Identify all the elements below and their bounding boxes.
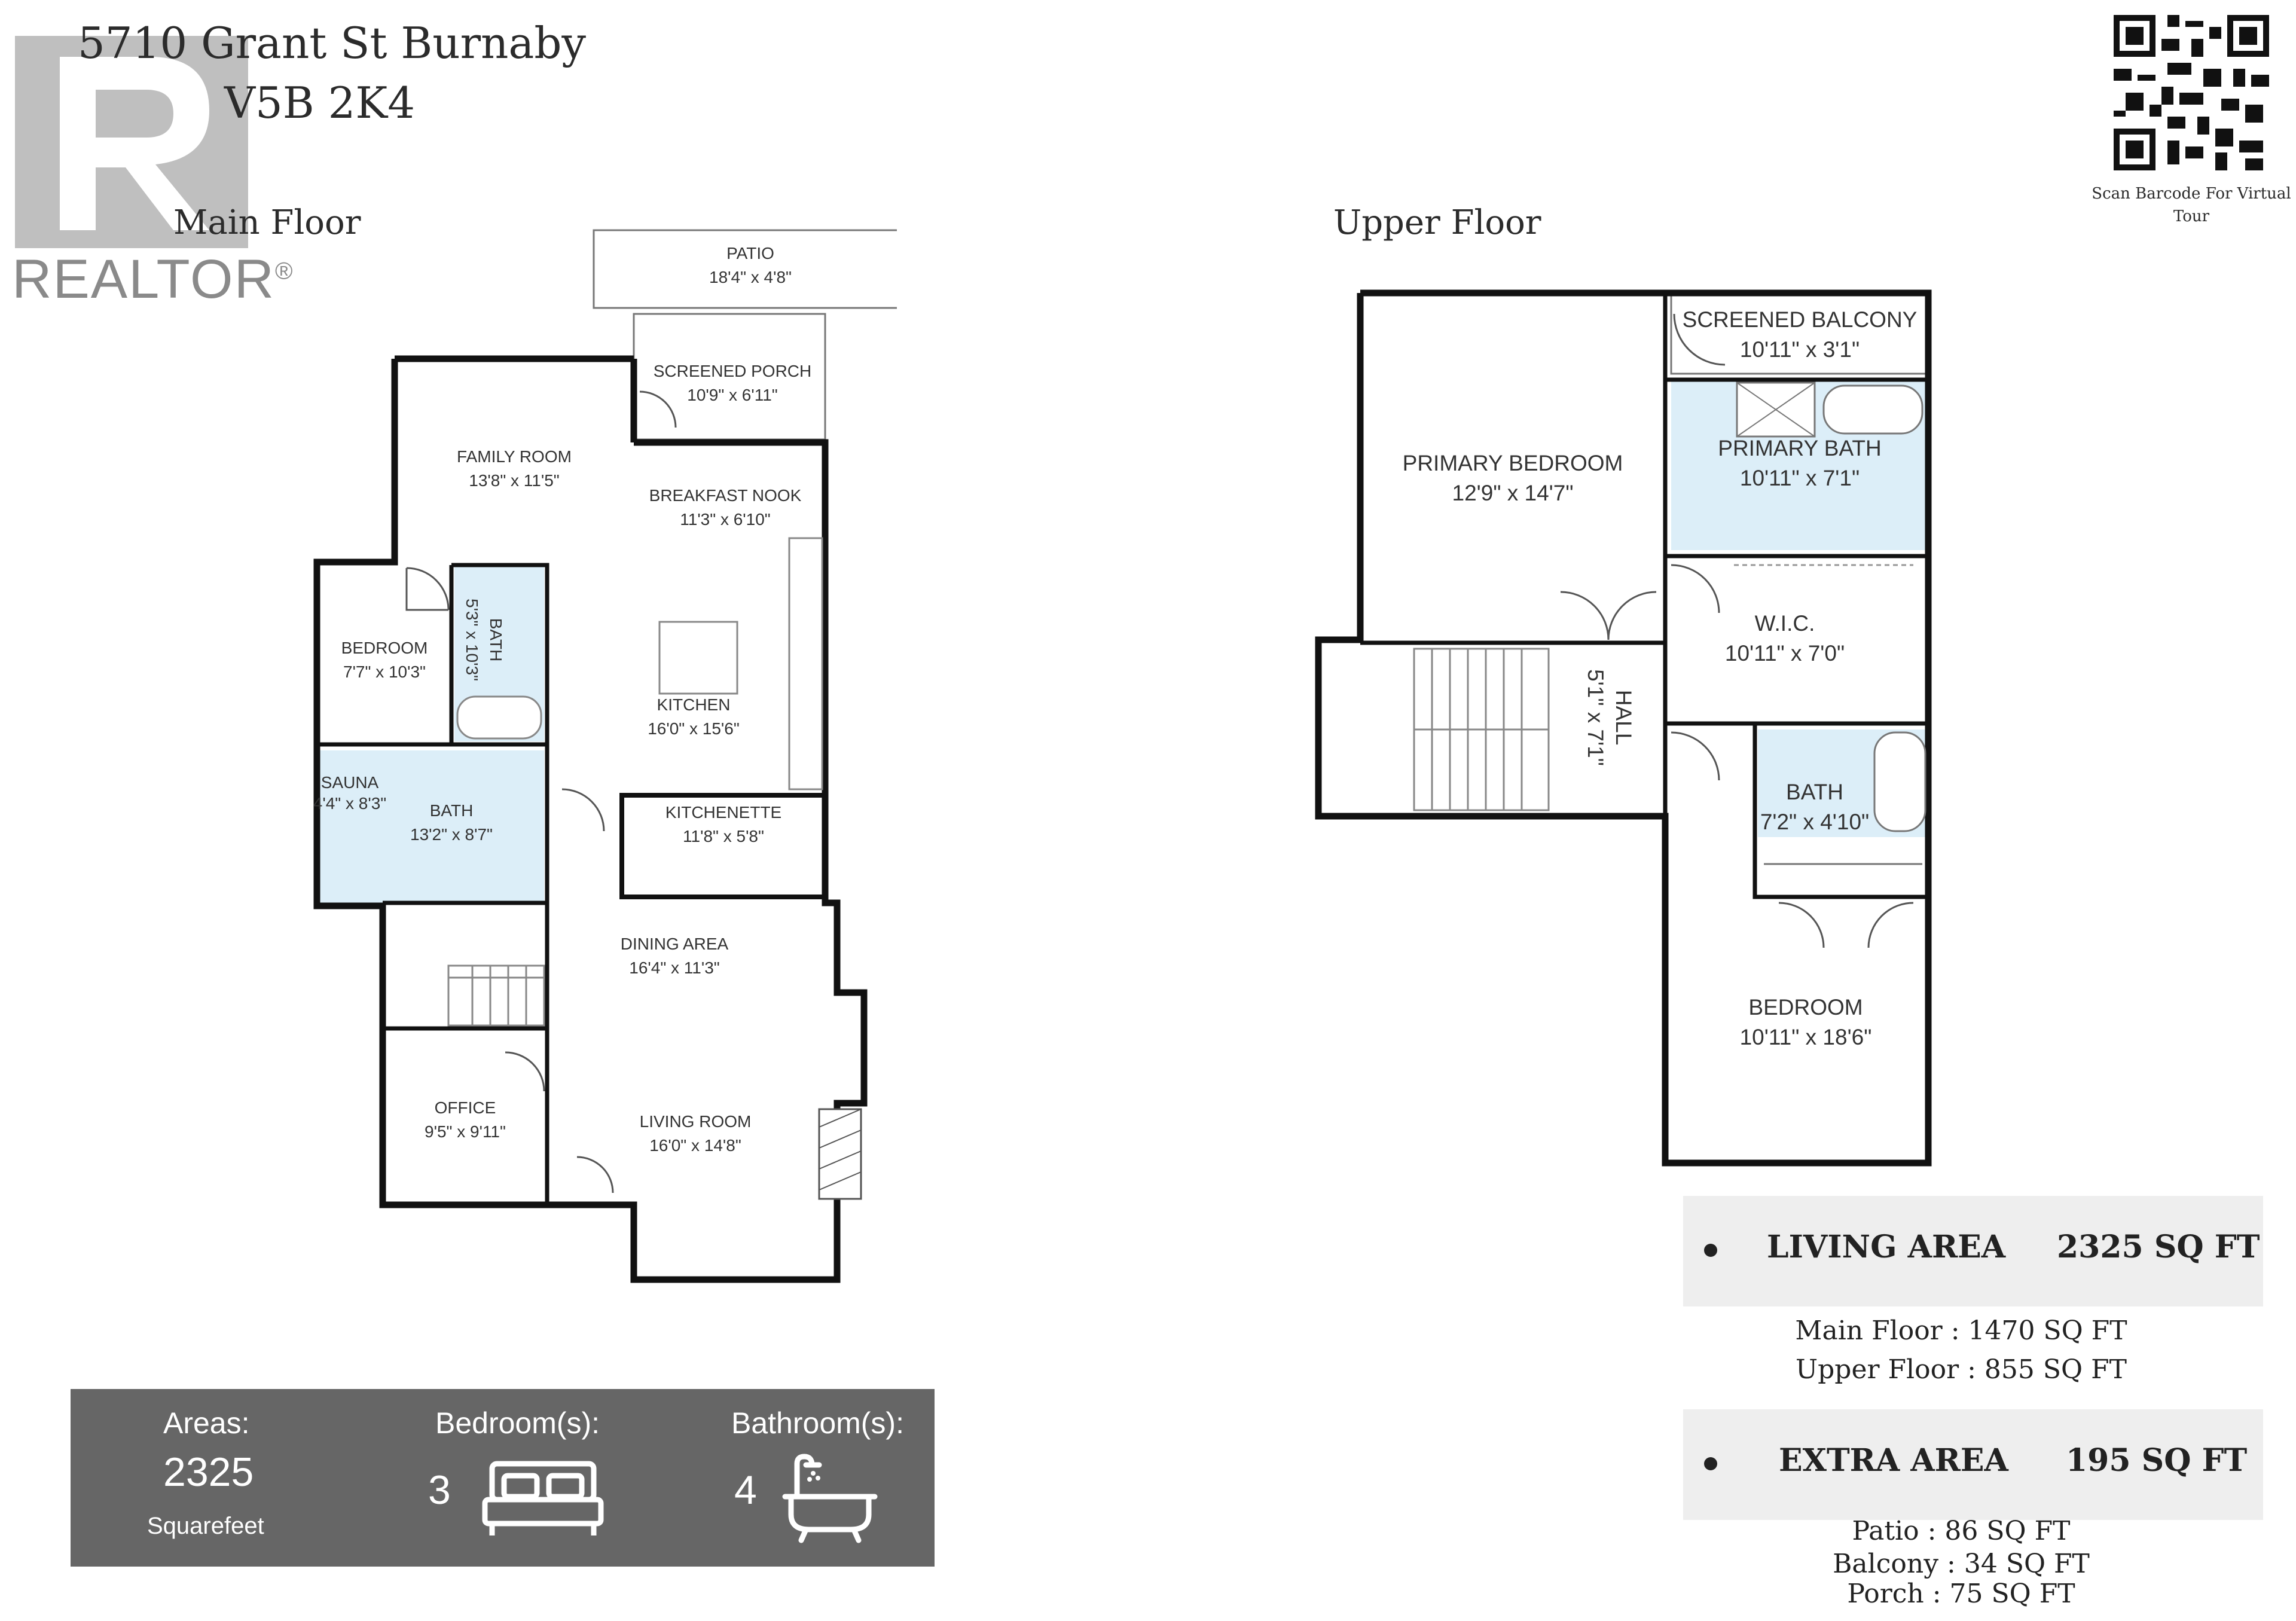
extra-area-label: EXTRA AREA <box>1779 1442 2008 1479</box>
realtor-logo: REALTOR® <box>12 33 293 310</box>
registered-mark: ® <box>275 258 294 285</box>
room-name-sauna: SAUNA <box>321 773 379 792</box>
room-name-primary-bedroom: PRIMARY BEDROOM <box>1403 451 1623 475</box>
room-dims-patio: 18'4" x 4'8" <box>709 268 792 286</box>
room-dims-screened-porch: 10'9" x 6'11" <box>687 386 777 404</box>
room-dims-kitchenette: 11'8" x 5'8" <box>683 827 764 845</box>
extra-area-value: 195 SQ FT <box>2066 1442 2248 1479</box>
room-name-bath-small: BATH <box>487 618 505 662</box>
living-area-value: 2325 SQ FT <box>2057 1229 2260 1265</box>
qr-caption: Scan Barcode For Virtual Tour <box>2092 185 2291 225</box>
main-floor-area: Main Floor : 1470 SQ FT <box>1795 1315 2127 1346</box>
screened-porch-outline <box>633 313 826 441</box>
upper-floor-title: Upper Floor <box>1333 203 1541 242</box>
qr-code[interactable] <box>2114 15 2269 170</box>
main-bathtub <box>456 695 542 740</box>
bedrooms-label: Bedroom(s): <box>435 1406 600 1440</box>
room-name-patio: PATIO <box>726 244 774 262</box>
kitchen-counter <box>788 537 823 790</box>
room-dims-primary-bath: 10'11" x 7'1" <box>1740 466 1860 490</box>
room-dims-sauna: 4'4" x 8'3" <box>313 794 386 813</box>
room-name-kitchen: KITCHEN <box>657 695 731 714</box>
areas-label: Areas: <box>163 1406 250 1440</box>
main-stairs <box>447 964 545 1027</box>
upper-stairs <box>1413 648 1550 811</box>
room-name-kitchenette: KITCHENETTE <box>665 803 781 822</box>
room-dims-primary-bedroom: 12'9" x 14'7" <box>1452 481 1574 505</box>
room-name-upper-bath: BATH <box>1786 780 1843 804</box>
room-name-upper-bedroom: BEDROOM <box>1748 995 1863 1019</box>
room-name-office: OFFICE <box>435 1098 496 1117</box>
room-dims-family-room: 13'8" x 11'5" <box>469 471 559 490</box>
living-area-box: LIVING AREA 2325 SQ FT <box>1683 1196 2263 1306</box>
room-dims-breakfast-nook: 11'3" x 6'10" <box>680 510 770 529</box>
room-name-screened-balcony: SCREENED BALCONY <box>1683 307 1918 332</box>
balcony-area: Balcony : 34 SQ FT <box>1833 1549 2090 1579</box>
areas-value: 2325 <box>163 1449 254 1495</box>
main-door-swings <box>405 390 677 1193</box>
extra-area-box: EXTRA AREA 195 SQ FT <box>1683 1409 2263 1520</box>
upper-floor-area: Upper Floor : 855 SQ FT <box>1796 1354 2127 1385</box>
address-line-2: V5B 2K4 <box>224 78 416 128</box>
room-dims-wic: 10'11" x 7'0" <box>1725 641 1845 666</box>
upper-floor-plan: SCREENED BALCONY 10'11" x 3'1" PRIMARY B… <box>1315 289 1932 1167</box>
upper-bath-tub <box>1873 731 1926 832</box>
qr-code-icon <box>2114 15 2269 170</box>
room-name-primary-bath: PRIMARY BATH <box>1718 436 1881 460</box>
room-name-bath-large: BATH <box>430 801 474 820</box>
kitchen-island <box>658 621 738 695</box>
room-dims-office: 9'5" x 9'11" <box>425 1122 506 1141</box>
room-dims-dining-area: 16'4" x 11'3" <box>629 958 719 977</box>
bathrooms-label: Bathroom(s): <box>731 1406 904 1440</box>
room-name-screened-porch: SCREENED PORCH <box>654 362 811 380</box>
room-dims-upper-bath: 7'2" x 4'10" <box>1760 810 1869 834</box>
room-name-breakfast-nook: BREAKFAST NOOK <box>649 486 802 505</box>
patio-outline <box>593 229 897 309</box>
room-name-bedroom-main: BEDROOM <box>341 639 428 657</box>
areas-unit: Squarefeet <box>147 1513 264 1539</box>
main-interior-walls <box>317 563 549 906</box>
bathrooms-value: 4 <box>734 1467 757 1513</box>
room-dims-bath-large: 13'2" x 8'7" <box>410 825 493 844</box>
room-dims-kitchen: 16'0" x 15'6" <box>648 719 740 738</box>
patio-area: Patio : 86 SQ FT <box>1852 1516 2071 1546</box>
room-dims-bedroom-main: 7'7" x 10'3" <box>343 663 426 681</box>
realtor-text: REALTOR <box>12 249 276 310</box>
room-dims-bath-small: 5'3" x 10'3" <box>463 599 481 681</box>
upper-bathtub <box>1822 384 1923 435</box>
room-name-living-room: LIVING ROOM <box>640 1112 752 1131</box>
kitchenette-wall <box>619 793 828 899</box>
bed-icon <box>482 1461 604 1535</box>
realtor-r-mark-icon <box>15 36 248 248</box>
room-dims-upper-bedroom: 10'11" x 18'6" <box>1740 1025 1872 1049</box>
main-floor-plan: PATIO 18'4" x 4'8" SCREENED PORCH 10'9" … <box>313 229 897 1283</box>
room-name-family-room: FAMILY ROOM <box>457 447 572 466</box>
room-dims-hall: 5'1" x 7'1" <box>1583 669 1608 766</box>
address-line-1: 5710 Grant St Burnaby <box>78 18 587 68</box>
porch-area: Porch : 75 SQ FT <box>1847 1579 2075 1609</box>
upper-door-swings <box>1560 313 1914 948</box>
stats-panel: Areas: 2325 Squarefeet Bedroom(s): 3 Bat… <box>71 1389 935 1567</box>
main-floor-title: Main Floor <box>173 203 361 242</box>
bathtub-icon <box>782 1454 878 1543</box>
room-name-dining-area: DINING AREA <box>621 935 729 953</box>
main-bath-large-fill <box>320 750 544 903</box>
room-name-wic: W.I.C. <box>1755 611 1815 636</box>
main-outer-wall <box>313 355 868 1283</box>
room-dims-screened-balcony: 10'11" x 3'1" <box>1740 337 1860 362</box>
bullet-icon <box>1704 1244 1717 1257</box>
room-name-hall: HALL <box>1611 690 1636 746</box>
bedrooms-value: 3 <box>428 1467 451 1513</box>
realtor-wordmark: REALTOR® <box>12 248 294 311</box>
living-area-label: LIVING AREA <box>1767 1229 2006 1265</box>
room-dims-living-room: 16'0" x 14'8" <box>649 1136 741 1155</box>
bullet-icon <box>1704 1457 1717 1470</box>
